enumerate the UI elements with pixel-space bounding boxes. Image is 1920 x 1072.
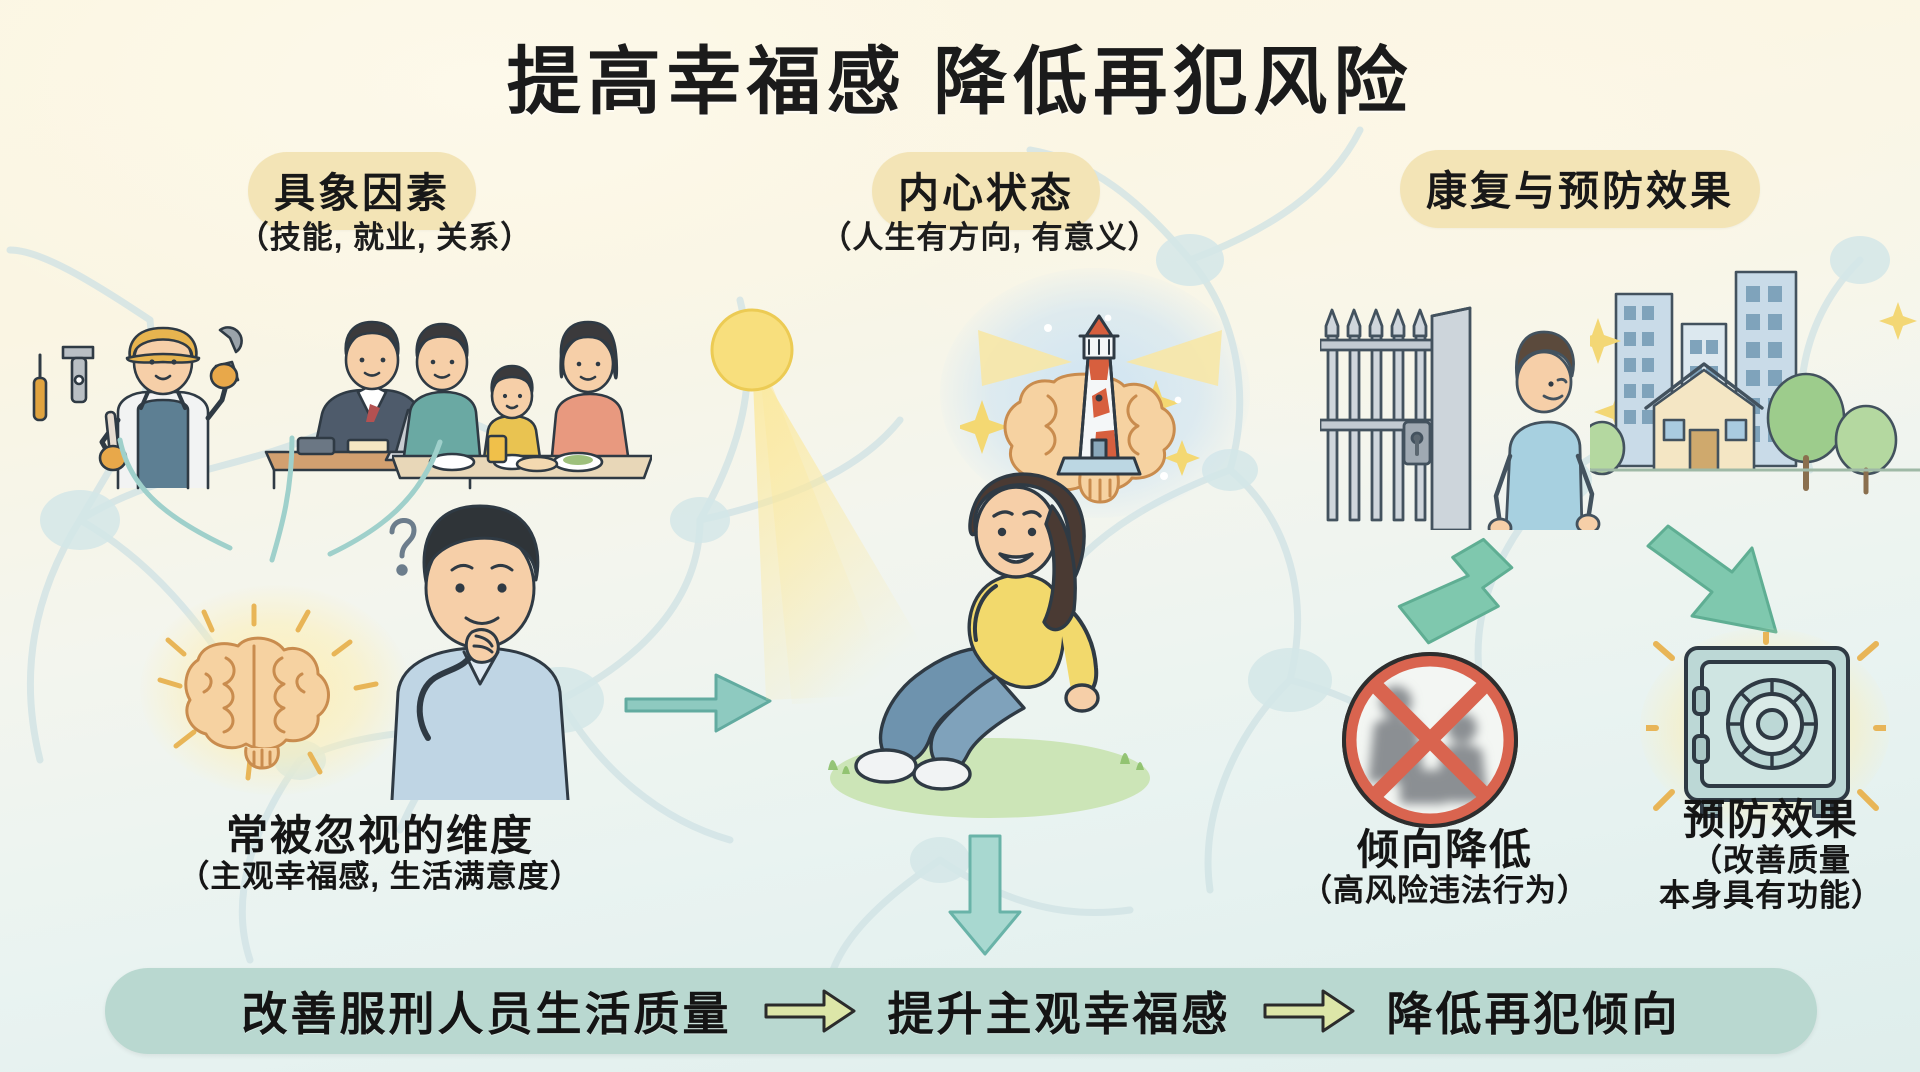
pill-concrete-factors: 具象因素: [248, 152, 476, 230]
seated-smiling-woman-icon: [828, 472, 1150, 818]
pill-rehab-prevention: 康复与预防效果: [1400, 150, 1760, 228]
arrow-inner-to-banner-icon: [948, 834, 1022, 956]
prohibition-sign-icon: [1342, 652, 1518, 828]
glowing-safe-icon: [1646, 632, 1886, 818]
caption-tendency-reduced-line2: （高风险违法行为）: [1301, 873, 1589, 909]
open-prison-gate-man-leaving-icon: [1320, 306, 1648, 530]
arrow-gate-to-prohibition-icon: [1397, 537, 1514, 645]
caption-overlooked-dimension: 常被忽视的维度 （主观幸福感, 生活满意度）: [70, 812, 690, 894]
caption-prevention-effect-line2: （改善质量: [1691, 843, 1851, 879]
banner-arrow-1-icon: [762, 987, 858, 1035]
sun-with-rays-icon: [710, 308, 950, 704]
worker-with-wrench-icon: [32, 326, 243, 490]
caption-prevention-effect-line3: 本身具有功能）: [1659, 878, 1883, 914]
banner-arrow-2-icon: [1261, 987, 1357, 1035]
caption-tendency-reduced-line1: 倾向降低: [1356, 826, 1533, 873]
family-at-dinner-icon: [392, 320, 652, 480]
page-title: 提高幸福感 降低再犯风险: [506, 40, 1414, 123]
brain-with-lighthouse-icon: [960, 314, 1222, 504]
caption-prevention-effect: 预防效果 （改善质量 本身具有功能）: [1626, 796, 1916, 914]
caption-tendency-reduced: 倾向降低 （高风险违法行为）: [1270, 826, 1620, 908]
thinking-man-icon: [389, 504, 570, 800]
banner-step-2: 提升主观幸福感: [887, 988, 1231, 1040]
arrow-concrete-to-inner-icon: [624, 673, 772, 733]
arrow-city-to-safe-icon: [1646, 524, 1778, 634]
subtitle-inner-state: （人生有方向, 有意义）: [820, 220, 1160, 255]
arrows-icons-to-brain: [117, 435, 443, 563]
summary-banner: 改善服刑人员生活质量 提升主观幸福感 降低再犯倾向: [105, 968, 1817, 1054]
banner-step-1: 改善服刑人员生活质量: [241, 988, 732, 1040]
city-and-houses-icon: [1590, 270, 1920, 495]
glowing-brain-icon: [157, 603, 379, 781]
caption-overlooked-dimension-line1: 常被忽视的维度: [225, 812, 534, 859]
pill-inner-state: 内心状态: [872, 152, 1100, 230]
subtitle-concrete-factors: （技能, 就业, 关系）: [237, 220, 533, 255]
caption-overlooked-dimension-line2: （主观幸福感, 生活满意度）: [178, 859, 582, 895]
caption-prevention-effect-line1: 预防效果: [1682, 796, 1859, 843]
banner-step-3: 降低再犯倾向: [1386, 988, 1681, 1040]
